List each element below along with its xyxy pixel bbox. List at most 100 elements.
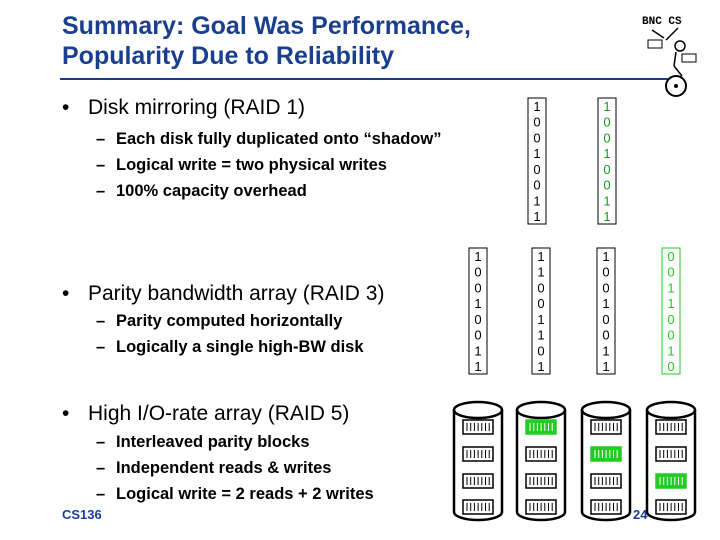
raid3-data-disk-bit: 0 [474, 328, 481, 343]
raid3-data-disk-outline [531, 247, 551, 375]
title-rule [60, 78, 668, 80]
raid1-data-disk-bit: 0 [533, 178, 540, 193]
sub-glyph: – [96, 433, 106, 451]
sub-raid5-1-text: Interleaved parity blocks [116, 433, 310, 451]
raid1-data-disk-bit: 0 [533, 162, 540, 177]
disk-bottom [452, 511, 504, 522]
sub-raid5-3: –Logical write = 2 reads + 2 writes [96, 484, 374, 504]
raid3-data-disk-bit: 0 [602, 265, 609, 280]
sub-raid1-3-text: 100% capacity overhead [116, 182, 307, 200]
disk-bottom [515, 511, 567, 522]
raid5-disk [645, 400, 697, 522]
raid3-data-disk-bit: 0 [537, 296, 544, 311]
sub-raid1-3: –100% capacity overhead [96, 181, 307, 201]
disk-top [645, 400, 697, 420]
bullet-glyph: • [62, 96, 70, 119]
sub-raid3-2-text: Logically a single high-BW disk [116, 338, 364, 356]
raid1-shadow-disk-bit: 1 [603, 193, 610, 208]
raid3-data-disk-bit: 1 [474, 343, 481, 358]
raid1-shadow-disk-bit: 1 [603, 146, 610, 161]
footer-course: CS136 [62, 507, 102, 522]
logo-icon: BNC CS [642, 16, 697, 97]
raid1-shadow-disk-outline [597, 97, 617, 225]
logo-text: BNC CS [642, 16, 682, 28]
raid3-data-disk-bit: 1 [602, 359, 609, 374]
raid3-data-disk-bit: 0 [474, 312, 481, 327]
raid3-data-disk-bit: 0 [537, 343, 544, 358]
raid3-data-disk-bit: 1 [537, 265, 544, 280]
disk-top [515, 400, 567, 420]
raid1-data-disk-bit: 1 [533, 209, 540, 224]
sub-raid5-2: –Independent reads & writes [96, 458, 331, 478]
sub-raid1-1-text: Each disk fully duplicated onto “shadow” [116, 130, 442, 148]
raid3-parity-disk-outline [661, 247, 681, 375]
sub-glyph: – [96, 338, 106, 356]
raid3-data-disk-bit: 0 [474, 280, 481, 295]
disk-top [580, 400, 632, 420]
bullet-glyph: • [62, 282, 70, 305]
raid3-data-disk-bit: 0 [602, 280, 609, 295]
raid3-data-disk-bit: 0 [474, 265, 481, 280]
title-line-1: Summary: Goal Was Performance, [62, 12, 471, 40]
raid3-parity-disk-bit: 0 [667, 328, 674, 343]
raid3-parity-disk-bit: 0 [667, 265, 674, 280]
raid1-shadow-disk-bit: 0 [603, 162, 610, 177]
raid5-disk [515, 400, 567, 522]
raid1-data-disk-bit: 0 [533, 130, 540, 145]
page-number: 24 [633, 507, 648, 522]
raid3-data-disk-bit: 1 [474, 249, 481, 264]
raid5-disk [452, 400, 504, 522]
sub-raid1-1: –Each disk fully duplicated onto “shadow… [96, 129, 441, 149]
raid1-data-disk-bit: 1 [533, 99, 540, 114]
sub-raid3-2: –Logically a single high-BW disk [96, 337, 364, 357]
raid1-shadow-disk-bit: 0 [603, 115, 610, 130]
raid3-data-disk-bit: 1 [537, 312, 544, 327]
raid3-data-disk-bit: 1 [537, 328, 544, 343]
bullet-raid5: • High I/O-rate array (RAID 5) [62, 402, 349, 426]
raid3-data-disk-outline [468, 247, 488, 375]
sub-raid5-2-text: Independent reads & writes [116, 459, 332, 477]
raid3-data-disk-bit: 0 [602, 312, 609, 327]
raid1-data-disk-bit: 1 [533, 193, 540, 208]
bullet-raid1: •Disk mirroring (RAID 1) [62, 96, 305, 120]
disk-bottom [580, 511, 632, 522]
raid1-shadow-disk-bit: 0 [603, 130, 610, 145]
raid3-parity-disk-bit: 1 [667, 280, 674, 295]
raid3-data-disk-bit: 1 [602, 296, 609, 311]
raid3-parity-disk-bit: 0 [667, 359, 674, 374]
sub-raid1-2-text: Logical write = two physical writes [116, 156, 387, 174]
disk-top [452, 400, 504, 420]
sub-raid5-3-text: Logical write = 2 reads + 2 writes [116, 485, 374, 503]
raid1-shadow-disk-bit: 1 [603, 209, 610, 224]
sub-glyph: – [96, 485, 106, 503]
sub-raid1-2: –Logical write = two physical writes [96, 155, 387, 175]
raid3-parity-disk-bit: 1 [667, 343, 674, 358]
raid3-data-disk-bit: 1 [602, 343, 609, 358]
sub-raid3-1: –Parity computed horizontally [96, 311, 342, 331]
raid5-disks [452, 400, 697, 522]
disk-bottom [645, 511, 697, 522]
raid5-disk [580, 400, 632, 522]
raid3-data-disk-bit: 1 [537, 249, 544, 264]
raid1-data-disk-bit: 0 [533, 115, 540, 130]
raid1-shadow-disk-bit: 0 [603, 178, 610, 193]
raid3-data-disk-bit: 1 [474, 296, 481, 311]
raid1-data-disk-outline [527, 97, 547, 225]
sub-raid3-1-text: Parity computed horizontally [116, 312, 343, 330]
raid1-data-disk-bit: 1 [533, 146, 540, 161]
raid3-data-disk-bit: 0 [602, 328, 609, 343]
sub-raid5-1: –Interleaved parity blocks [96, 432, 310, 452]
bullet-raid5-text: High I/O-rate array (RAID 5) [88, 402, 350, 425]
raid1-shadow-disk-bit: 1 [603, 99, 610, 114]
sub-glyph: – [96, 459, 106, 477]
slide-title: Summary: Goal Was Performance, Popularit… [62, 11, 622, 71]
bullet-glyph: • [62, 402, 70, 425]
